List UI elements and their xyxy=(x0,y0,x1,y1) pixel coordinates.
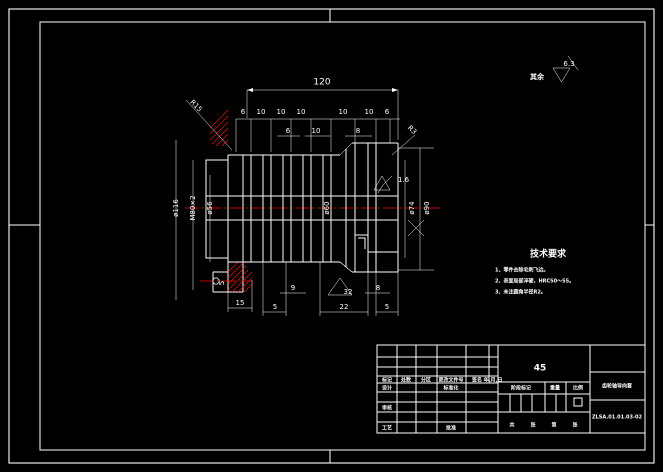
dim-bottom-9: 9 xyxy=(291,284,295,292)
finish-note-value: 6.3 xyxy=(563,60,574,68)
general-finish-note: 其余 6.3 xyxy=(530,55,579,83)
top-dimensions: 120 6 10 10 10 10 10 6 6 10 8 xyxy=(235,78,400,152)
label-r3: R3 xyxy=(406,124,418,136)
tech-req-item-3: 3、未注圆角半径R2。 xyxy=(495,289,546,296)
tb-hdr-4: 更改文件号 xyxy=(438,377,463,384)
dim-bottom-22: 22 xyxy=(340,303,349,311)
leader-r3 xyxy=(391,134,416,156)
dim-bottom-32: 32 xyxy=(344,288,353,296)
section-hatch-upper xyxy=(209,109,229,147)
dim-32-triangle xyxy=(327,277,353,296)
section-hatch-lower xyxy=(227,262,253,293)
dim-right-diam-2: ø90 xyxy=(423,201,431,214)
surface-finish-local: 1.6 xyxy=(373,175,410,194)
dim-top-2: 10 xyxy=(257,108,266,116)
dim-top-1: 6 xyxy=(241,108,246,116)
tb-part-name: 齿轮轴导向套 xyxy=(602,383,632,390)
finish-note-triangle xyxy=(552,67,571,83)
tb-hdr-5: 签名 xyxy=(471,377,482,384)
tb-hdr-2: 处数 xyxy=(400,377,412,384)
dim-right-diam-1: ø74 xyxy=(408,201,416,215)
dim-thread-mid: M80×2 xyxy=(189,195,197,220)
dim-sub-1: 6 xyxy=(286,127,291,135)
internal-step-detail-2 xyxy=(358,237,366,249)
tb-scale: 比例 xyxy=(573,385,583,392)
dim-top-6: 10 xyxy=(365,108,374,116)
bottom-dimensions: 15 5 9 22 32 8 5 5 xyxy=(218,262,399,316)
dim-top-3: 10 xyxy=(277,108,286,116)
dim-overall-top: 120 xyxy=(313,78,330,88)
finish-16-tick2 xyxy=(377,184,384,194)
tb-drawing-no: ZLSA.01.01.03-02 xyxy=(592,415,643,421)
tech-req-item-1: 1、零件去除毛刺飞边。 xyxy=(495,267,548,274)
dim-120-arrow-l xyxy=(247,88,253,92)
tb-scale-swatch xyxy=(573,397,583,407)
dim-bottom-8: 8 xyxy=(376,284,380,292)
tb-role-design: 设计 xyxy=(382,385,392,392)
tb-material: 45 xyxy=(534,364,547,374)
dim-center-diam: ø60 xyxy=(323,201,331,214)
dim-bottom-5b: 5 xyxy=(385,303,389,311)
right-dimensions: ø74 ø90 xyxy=(398,147,434,271)
tb-sheet-1: 共 xyxy=(509,422,514,429)
sheet-outer-border xyxy=(8,8,655,464)
dim-diam-inner: ø56 xyxy=(206,201,214,215)
tb-hdr-1: 标记 xyxy=(381,377,392,384)
finish-note-label: 其余 xyxy=(530,72,545,81)
tb-sheet-2: 张 xyxy=(530,422,536,429)
label-r15: R15 xyxy=(188,98,203,113)
tech-req-title: 技术要求 xyxy=(530,248,567,260)
finish-16-tick xyxy=(382,175,393,186)
tb-hdr-6: 年,月,日 xyxy=(484,377,503,384)
tb-hdr-3: 分区 xyxy=(421,377,431,384)
tb-sheet-3: 第 xyxy=(551,422,556,429)
dim-diam-outer: ø116 xyxy=(172,199,180,217)
dim-120-arrow-r xyxy=(392,88,398,92)
tb-role-approve: 批准 xyxy=(446,425,456,432)
tech-req-item-2: 2、表面局部淬硬，HRC50～55。 xyxy=(495,278,574,285)
tb-role-check: 审核 xyxy=(382,405,392,412)
dim-bottom-5a: 5 xyxy=(273,303,277,311)
dim-top-5: 10 xyxy=(339,108,348,116)
dim-sub-2: 10 xyxy=(312,127,321,135)
dim-top-7: 6 xyxy=(385,108,390,116)
leader-r15 xyxy=(185,99,233,151)
hole-detail-circle xyxy=(212,277,220,285)
dim-x-mark-2 xyxy=(407,219,425,237)
left-dimensions: ø116 M80×2 ø56 xyxy=(172,140,214,300)
radius-leaders: R15 R3 xyxy=(185,98,418,156)
dim-sub-3: 8 xyxy=(356,127,360,135)
finish-triangle xyxy=(373,175,391,191)
title-block: 标记 处数 分区 更改文件号 签名 年,月,日 设计 标准化 审核 工艺 批准 … xyxy=(376,344,646,434)
dim-top-4: 10 xyxy=(297,108,306,116)
part-geometry xyxy=(185,109,440,293)
internal-step-detail xyxy=(355,234,398,253)
finish-16-label: 1.6 xyxy=(398,176,410,184)
tb-weight: 重量 xyxy=(550,385,560,392)
technical-requirements: 技术要求 1、零件去除毛刺飞边。 2、表面局部淬硬，HRC50～55。 3、未注… xyxy=(495,248,574,296)
sheet-inner-border xyxy=(39,21,646,451)
tb-sheet-4: 张 xyxy=(572,422,578,429)
dim-chamfer-left: 5 xyxy=(218,281,226,285)
tb-role-standard: 标准化 xyxy=(442,385,458,392)
tb-stage-mark: 阶段标记 xyxy=(511,385,531,392)
dim-bottom-15: 15 xyxy=(236,299,245,307)
tb-role-process: 工艺 xyxy=(382,425,392,432)
finish-note-slash xyxy=(567,55,579,71)
title-block-frame xyxy=(376,344,646,434)
